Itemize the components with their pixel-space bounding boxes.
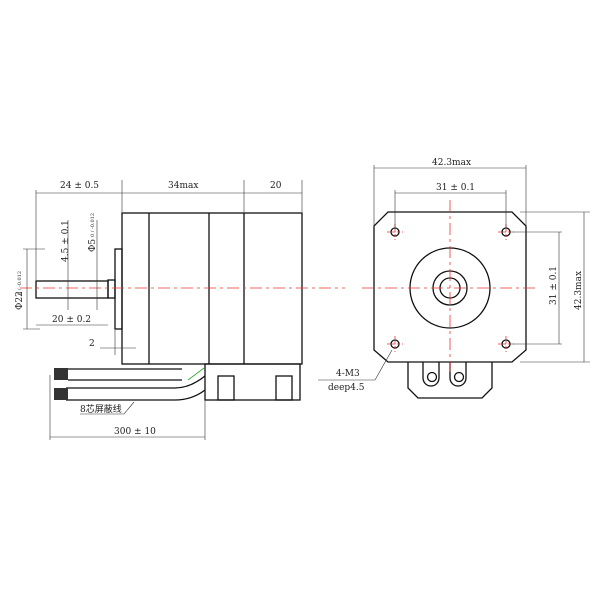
hole-depth: deep4.5 [328,383,365,393]
connector-housing [204,363,301,401]
flange-square [373,211,527,363]
dim-body: 34max [168,181,198,191]
shaft-step [107,279,116,299]
front-view: 42.3max 31 ± 0.1 31 ± 0.1 42.3max 4-M3 d… [318,158,590,399]
dim-boss-dia: Φ22 [15,291,25,310]
dim-shaft-ext: 24 ± 0.5 [60,181,99,191]
shaft [35,280,109,299]
side-view: 24 ± 0.5 34max 20 20 ± 0.2 2 4.5 ± 0.1 Φ… [15,180,345,440]
dim-rear: 20 [270,181,282,191]
connector-tab [407,362,493,399]
boss [114,248,123,330]
hole-label: 4-M3 [336,369,360,379]
dim-shaft-len: 20 ± 0.2 [52,315,91,325]
dim-cable: 300 ± 10 [114,427,156,437]
dim-hole-h: 31 ± 0.1 [549,266,559,305]
dim-shaft-dia-tol: 0 / -0.012 [90,213,96,237]
dim-shaft-dia: Φ5 [88,239,98,252]
dim-height: 42.3max [574,271,584,310]
cable-end [54,388,68,400]
cable-end [54,368,68,380]
dim-width: 42.3max [432,158,471,168]
dim-boss-h: 2 [89,339,95,349]
dim-boss-dia-tol: 0 / -0.012 [17,271,23,295]
cable [66,368,206,401]
cable-label: 8芯屏蔽线 [80,403,122,415]
dim-flat: 4.5 ± 0.1 [61,220,71,262]
dim-hole-w: 31 ± 0.1 [436,183,475,193]
